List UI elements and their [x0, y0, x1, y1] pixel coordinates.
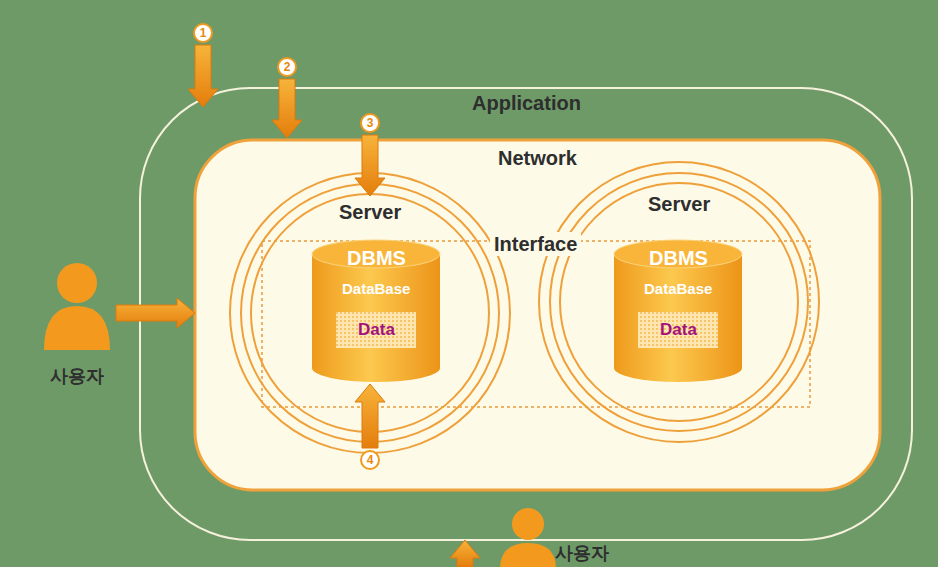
dbms-cylinder: DBMS DataBaseData	[312, 240, 440, 382]
user-body	[44, 306, 110, 350]
interface-box: Interface	[262, 230, 810, 407]
node-label: DBMS	[347, 246, 406, 270]
server-ring	[539, 162, 819, 442]
server-ring	[230, 173, 510, 453]
node-label: Interface	[490, 232, 581, 256]
cylinder-body	[312, 254, 440, 382]
application-outline	[140, 88, 912, 540]
application-band: ApplicationNetworkInterface ServerDBMS Dat…	[140, 88, 912, 540]
callout-number: 4	[360, 450, 380, 470]
node-label: Data	[660, 320, 697, 340]
network-area: NetworkInterfaceServerDBMSDataBaseDataSe…	[195, 140, 880, 490]
node-label: Data	[358, 320, 395, 340]
dbms-cylinder: DBMS DataBaseData	[614, 240, 742, 382]
network-outline	[195, 140, 880, 490]
callout-number: 3	[360, 113, 380, 133]
server-ring	[560, 183, 798, 421]
user-icon: 사용자	[38, 262, 116, 394]
node-label: 사용자	[50, 366, 104, 388]
data-grid	[336, 312, 416, 348]
node-label: Application	[472, 91, 581, 115]
user-head	[512, 508, 544, 540]
node-label: 사용자	[555, 543, 609, 565]
node-label: Network	[498, 146, 577, 170]
connector-arrow	[116, 298, 195, 328]
server-ring	[550, 173, 808, 431]
server-circle: ServerDBMS DataBaseData	[539, 162, 819, 442]
node-label: DBMS	[649, 246, 708, 270]
node-label: Server	[648, 192, 710, 216]
node-label: DataBase	[644, 280, 712, 298]
node-label: DataBase	[342, 280, 410, 298]
callout-arrow	[272, 79, 302, 138]
interface-outline	[262, 241, 810, 407]
cylinder-body	[614, 254, 742, 382]
server-circle: ServerDBMS DataBaseData	[230, 173, 510, 453]
callout-arrow	[188, 45, 218, 107]
data-grid	[638, 312, 718, 348]
callout-number: 2	[277, 57, 297, 77]
user-body	[500, 543, 556, 567]
user-icon: 사용자	[450, 505, 620, 567]
callout-number: 1	[193, 23, 213, 43]
connector-arrow	[450, 540, 480, 567]
callout-arrow	[355, 135, 385, 196]
callout-arrow	[355, 384, 385, 448]
node-label: Server	[339, 200, 401, 224]
user-head	[57, 263, 97, 303]
